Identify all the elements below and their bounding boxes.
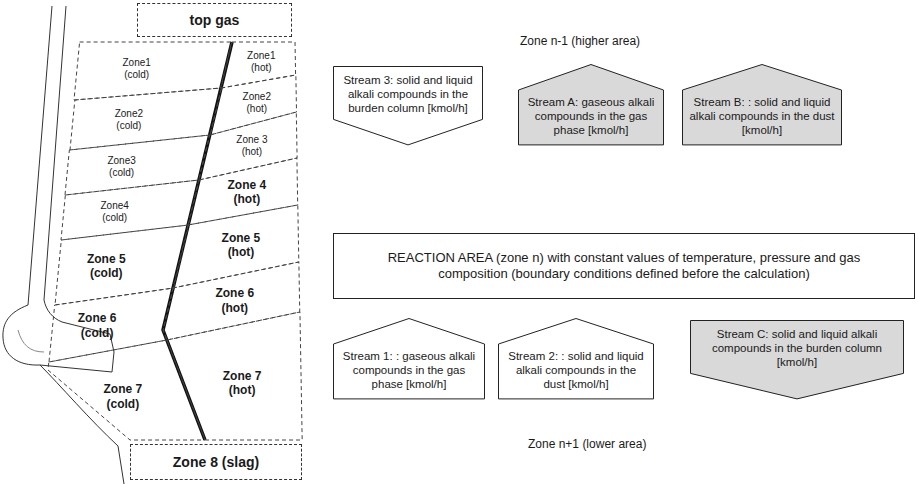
zone-border — [167, 312, 302, 440]
zone-label: Zone 6 (cold) — [69, 311, 125, 340]
zone-border — [173, 205, 299, 288]
zone-label: Zone2 (hot) — [233, 91, 281, 115]
furnace-zone: Zone2 (hot) — [210, 75, 297, 135]
zone-label: Zone2 (cold) — [105, 108, 153, 132]
zone-border — [163, 262, 300, 340]
zone-label: Zone 5 (cold) — [78, 252, 134, 281]
zone-label: Zone3 (cold) — [98, 155, 146, 179]
zone-label: Zone 4 (hot) — [219, 178, 275, 207]
furnace-zone: Zone 5 (cold) — [55, 225, 189, 305]
box-text: top gas — [190, 12, 240, 29]
furnace-wall — [44, 6, 66, 300]
stream-arrow-up: Stream 2: : solid and liquid alkali comp… — [498, 318, 654, 399]
box-text: Stream C: solid and liquid alkali compou… — [697, 328, 897, 369]
stream-arrow-up: Stream B: : solid and liquid alkali comp… — [682, 64, 842, 145]
zone-label: Zone 5 (hot) — [213, 231, 269, 260]
box-text: Stream A: gaseous alkali compounds in th… — [525, 96, 657, 137]
zone-outline — [65, 135, 210, 195]
furnace-zone: Zone3 (cold) — [65, 135, 210, 195]
stream-outline — [334, 319, 485, 399]
zone-border — [210, 75, 297, 135]
zone-border — [74, 42, 232, 100]
zone-label: Zone 7 (cold) — [95, 382, 151, 411]
level-label: Zone n+1 (lower area) — [528, 437, 646, 451]
tuyere-detail — [18, 330, 44, 352]
tuyere-nozzle — [110, 334, 114, 372]
box-text: REACTION AREA (zone n) with constant val… — [356, 250, 892, 281]
reaction-box: REACTION AREA (zone n) with constant val… — [333, 233, 915, 299]
zone-border — [65, 135, 210, 195]
zone-border — [55, 225, 189, 305]
stream-outline — [334, 67, 483, 145]
zone-border — [70, 88, 221, 150]
box-text: Stream 3: solid and liquid alkali compou… — [340, 74, 476, 115]
zone-outline — [70, 88, 221, 150]
zone-border — [61, 180, 199, 240]
zone-label: Zone4 (cold) — [91, 200, 139, 224]
furnace-zone: Zone4 (cold) — [61, 180, 199, 240]
stream-arrow-up: Stream 1: : gaseous alkali compounds in … — [333, 318, 485, 399]
zone-border — [48, 340, 205, 440]
furnace-zone: Zone 5 (hot) — [173, 205, 299, 288]
region-box: Zone 8 (slag) — [130, 444, 302, 480]
furnace-zone: Zone 6 (hot) — [163, 262, 300, 340]
stream-outline — [683, 65, 842, 145]
level-label: Zone n-1 (higher area) — [520, 34, 640, 48]
stream-arrow-down: Stream 3: solid and liquid alkali compou… — [333, 66, 483, 145]
stream-outline — [499, 319, 654, 399]
box-text: Zone 8 (slag) — [173, 454, 259, 471]
zone-border — [199, 112, 297, 180]
zone-label: Zone1 (hot) — [237, 50, 285, 74]
zone-border — [188, 158, 298, 225]
box-text: Stream 1: : gaseous alkali compounds in … — [340, 350, 478, 391]
box-text: Stream 2: : solid and liquid alkali comp… — [505, 350, 647, 391]
stream-arrow-up: Stream A: gaseous alkali compounds in th… — [518, 64, 664, 145]
furnace-zone: Zone2 (cold) — [70, 88, 221, 150]
furnace-zone: Zone1 (cold) — [74, 42, 232, 100]
furnace-zone: Zone 7 (cold) — [48, 340, 205, 440]
zone-label: Zone1 (cold) — [113, 57, 161, 81]
zone-label: Zone 3 (hot) — [228, 134, 276, 158]
region-box: top gas — [137, 3, 292, 37]
stream-arrow-down: Stream C: solid and liquid alkali compou… — [690, 320, 904, 399]
furnace-zone: Zone 4 (hot) — [188, 158, 298, 225]
zone-outline — [199, 112, 297, 180]
box-text: Stream B: : solid and liquid alkali comp… — [689, 96, 835, 137]
zone-label: Zone 6 (hot) — [207, 286, 263, 315]
zone-outline — [74, 42, 232, 100]
zone-label: Zone 7 (hot) — [214, 369, 270, 398]
zone-outline — [61, 180, 199, 240]
stream-outline — [519, 65, 664, 145]
furnace-zone: Zone 3 (hot) — [199, 112, 297, 180]
furnace-wall — [28, 6, 52, 305]
furnace-zone: Zone 7 (hot) — [167, 312, 302, 440]
stream-outline — [691, 321, 904, 399]
